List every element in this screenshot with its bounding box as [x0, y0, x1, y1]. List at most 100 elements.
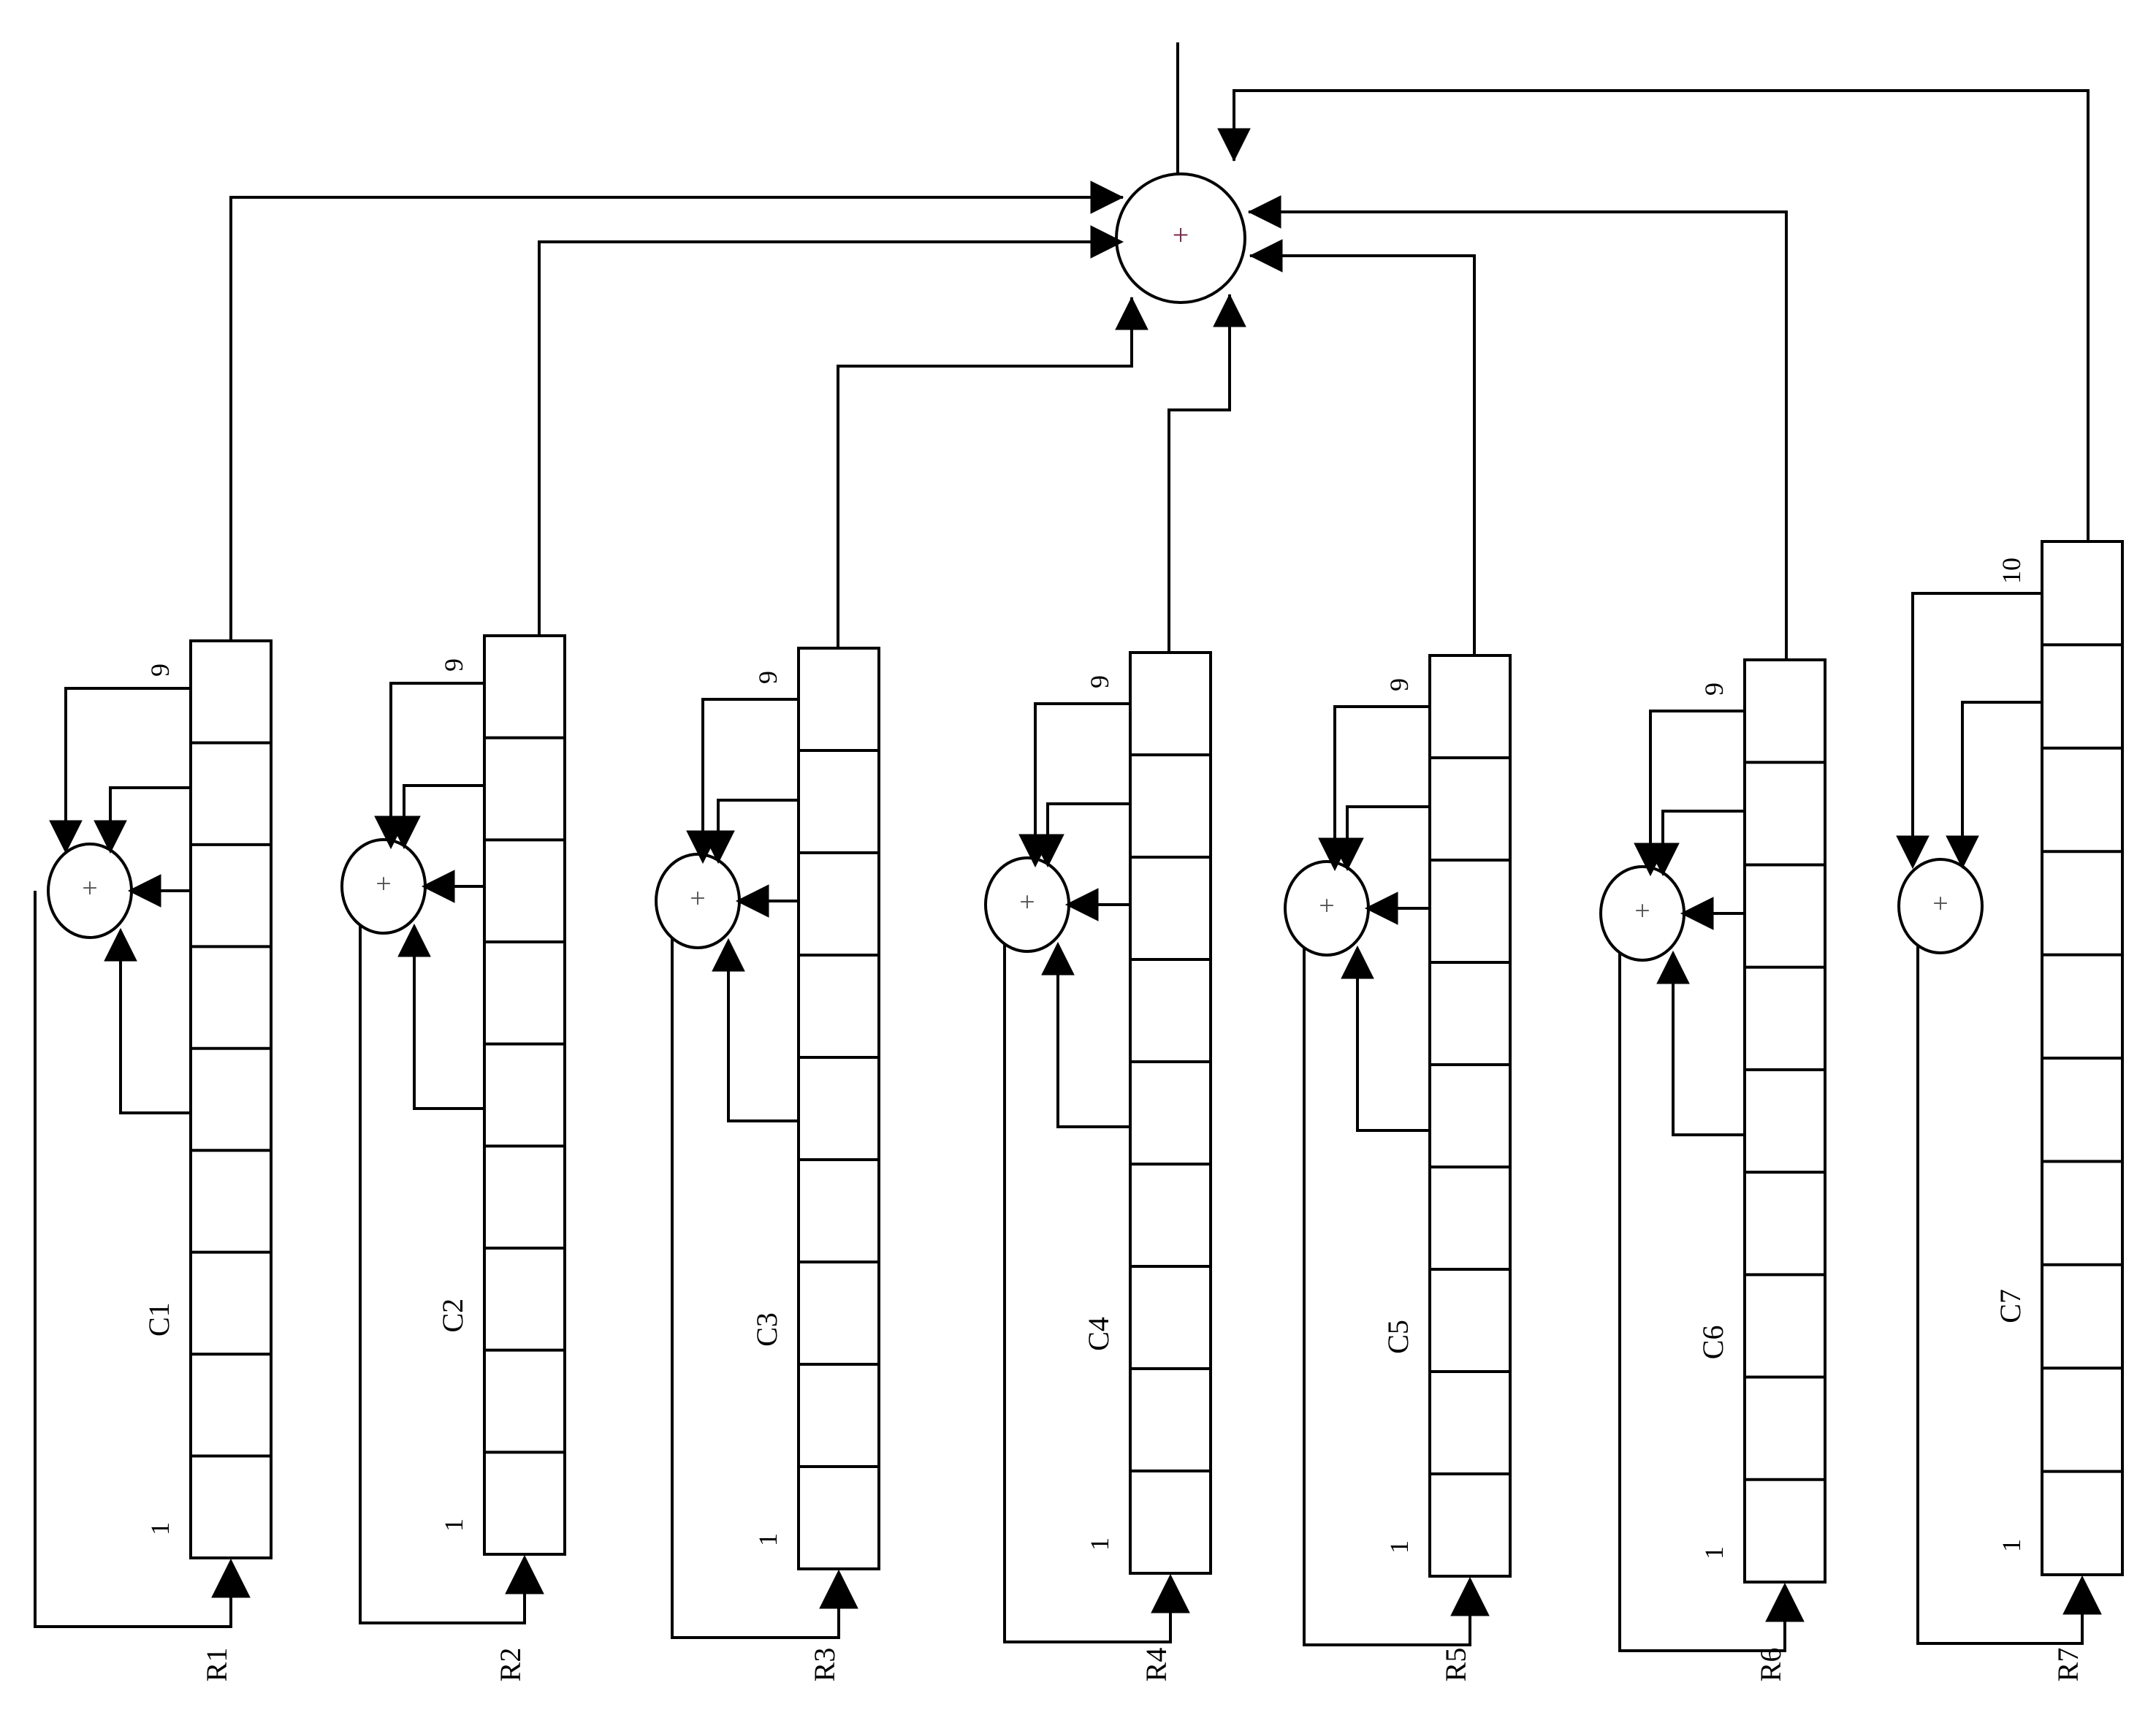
main-adder-input-arrow — [1090, 225, 1124, 259]
local-adder-plus: + — [1634, 896, 1650, 927]
main-adder-input-arrow — [1090, 180, 1124, 214]
tap-line — [64, 687, 191, 837]
counter-label: C5 — [1382, 1320, 1414, 1354]
tap-arrow — [1946, 835, 1979, 870]
counter-label: C4 — [1082, 1317, 1115, 1351]
register-last-index: 9 — [753, 671, 782, 684]
tap-line — [727, 954, 799, 1122]
feedback-line — [1003, 905, 1172, 1643]
tap-line — [389, 682, 484, 832]
tap-line — [1346, 805, 1430, 857]
shape-layer — [47, 128, 2124, 1622]
register-input-arrow — [1450, 1576, 1490, 1616]
main-adder-input-arrow — [1247, 195, 1281, 229]
feedback-line — [1303, 908, 1471, 1646]
tap-line — [1034, 702, 1130, 851]
register-last-index: 9 — [145, 664, 175, 677]
counter-label: C6 — [1696, 1326, 1729, 1360]
counter-label: C2 — [436, 1299, 469, 1333]
local-adder-plus: + — [1319, 891, 1334, 921]
counter-label: C7 — [1994, 1289, 2027, 1323]
trunk-r6 — [1249, 210, 1788, 660]
tap-arrow — [712, 938, 745, 972]
register-first-index: 1 — [145, 1522, 175, 1535]
register-name-label: R2 — [494, 1648, 527, 1682]
register-input-arrow — [1765, 1582, 1805, 1622]
register-r2 — [483, 634, 566, 1556]
register-last-index: 9 — [1384, 678, 1414, 691]
tap-arrow — [1041, 941, 1075, 976]
feedback-line — [34, 891, 232, 1628]
tap-line — [1961, 701, 2042, 854]
tap-line — [1333, 705, 1430, 854]
trunk-r1 — [229, 196, 1123, 641]
tap-line — [1046, 802, 1130, 854]
counter-label: C3 — [750, 1312, 783, 1347]
register-r4 — [1129, 651, 1212, 1575]
tap-arrow — [735, 884, 769, 918]
tap-arrow — [49, 820, 83, 854]
tap-arrow — [421, 870, 455, 903]
register-first-index: 1 — [1699, 1546, 1729, 1559]
tap-arrow — [127, 874, 161, 908]
trunk-r3 — [837, 297, 1133, 648]
register-input-arrow — [1151, 1573, 1190, 1613]
tap-arrow — [1031, 834, 1064, 868]
tap-arrow — [701, 830, 735, 864]
register-last-index: 9 — [439, 658, 468, 672]
register-r3 — [797, 647, 880, 1570]
feedback-line — [671, 901, 840, 1639]
tap-arrow — [1680, 897, 1714, 930]
main-adder-input-arrow — [1217, 128, 1251, 162]
feedback-line — [1916, 906, 2084, 1645]
tap-arrow — [1656, 950, 1690, 984]
tap-line — [1661, 810, 1745, 862]
register-r5 — [1428, 654, 1512, 1578]
register-name-label: R1 — [200, 1648, 233, 1682]
main-adder-input-arrow — [1115, 296, 1149, 330]
register-r6 — [1743, 658, 1826, 1584]
tap-line — [1911, 592, 2042, 854]
tap-arrow — [1364, 891, 1398, 925]
trunk-r5 — [1250, 254, 1476, 655]
feedback-line — [359, 886, 526, 1624]
local-adder-plus: + — [1932, 889, 1948, 919]
counter-label: C1 — [142, 1302, 175, 1337]
register-input-arrow — [2062, 1575, 2102, 1615]
register-name-label: R4 — [1140, 1648, 1173, 1682]
tap-arrow — [94, 820, 127, 854]
tap-line — [109, 786, 191, 840]
local-adder-plus: + — [1019, 887, 1035, 918]
register-first-index: 1 — [1384, 1540, 1414, 1554]
tap-line — [413, 939, 484, 1110]
tap-line — [1356, 961, 1430, 1132]
local-adder-plus: + — [690, 883, 705, 914]
tap-line — [1056, 957, 1130, 1128]
register-last-index: 10 — [1997, 558, 2026, 584]
feedback-line — [1618, 913, 1786, 1652]
register-name-label: R7 — [2052, 1648, 2084, 1682]
tap-line — [717, 799, 799, 850]
trunk-r7 — [1233, 89, 2090, 541]
tap-arrow — [1330, 837, 1364, 872]
trunk-r2 — [538, 240, 1123, 636]
text-layer: ++91C1R1+91C2R2+91C3R3+91C4R4+91C5R5+91C… — [82, 218, 2084, 1681]
tap-line — [1649, 710, 1745, 859]
register-input-arrow — [505, 1554, 544, 1594]
register-first-index: 1 — [1085, 1537, 1114, 1551]
tap-line — [701, 698, 799, 847]
main-adder-input-arrow — [1213, 293, 1246, 327]
register-name-label: R3 — [808, 1648, 841, 1682]
register-input-arrow — [819, 1569, 858, 1609]
tap-arrow — [104, 927, 137, 962]
register-last-index: 9 — [1085, 675, 1114, 688]
register-name-label: R6 — [1754, 1648, 1787, 1682]
register-last-index: 9 — [1699, 683, 1729, 696]
tap-line — [403, 784, 484, 835]
main-adder-input-arrow — [1249, 239, 1283, 273]
register-first-index: 1 — [753, 1533, 782, 1546]
local-adder-c7 — [1897, 858, 1984, 954]
tap-line — [1672, 966, 1745, 1136]
